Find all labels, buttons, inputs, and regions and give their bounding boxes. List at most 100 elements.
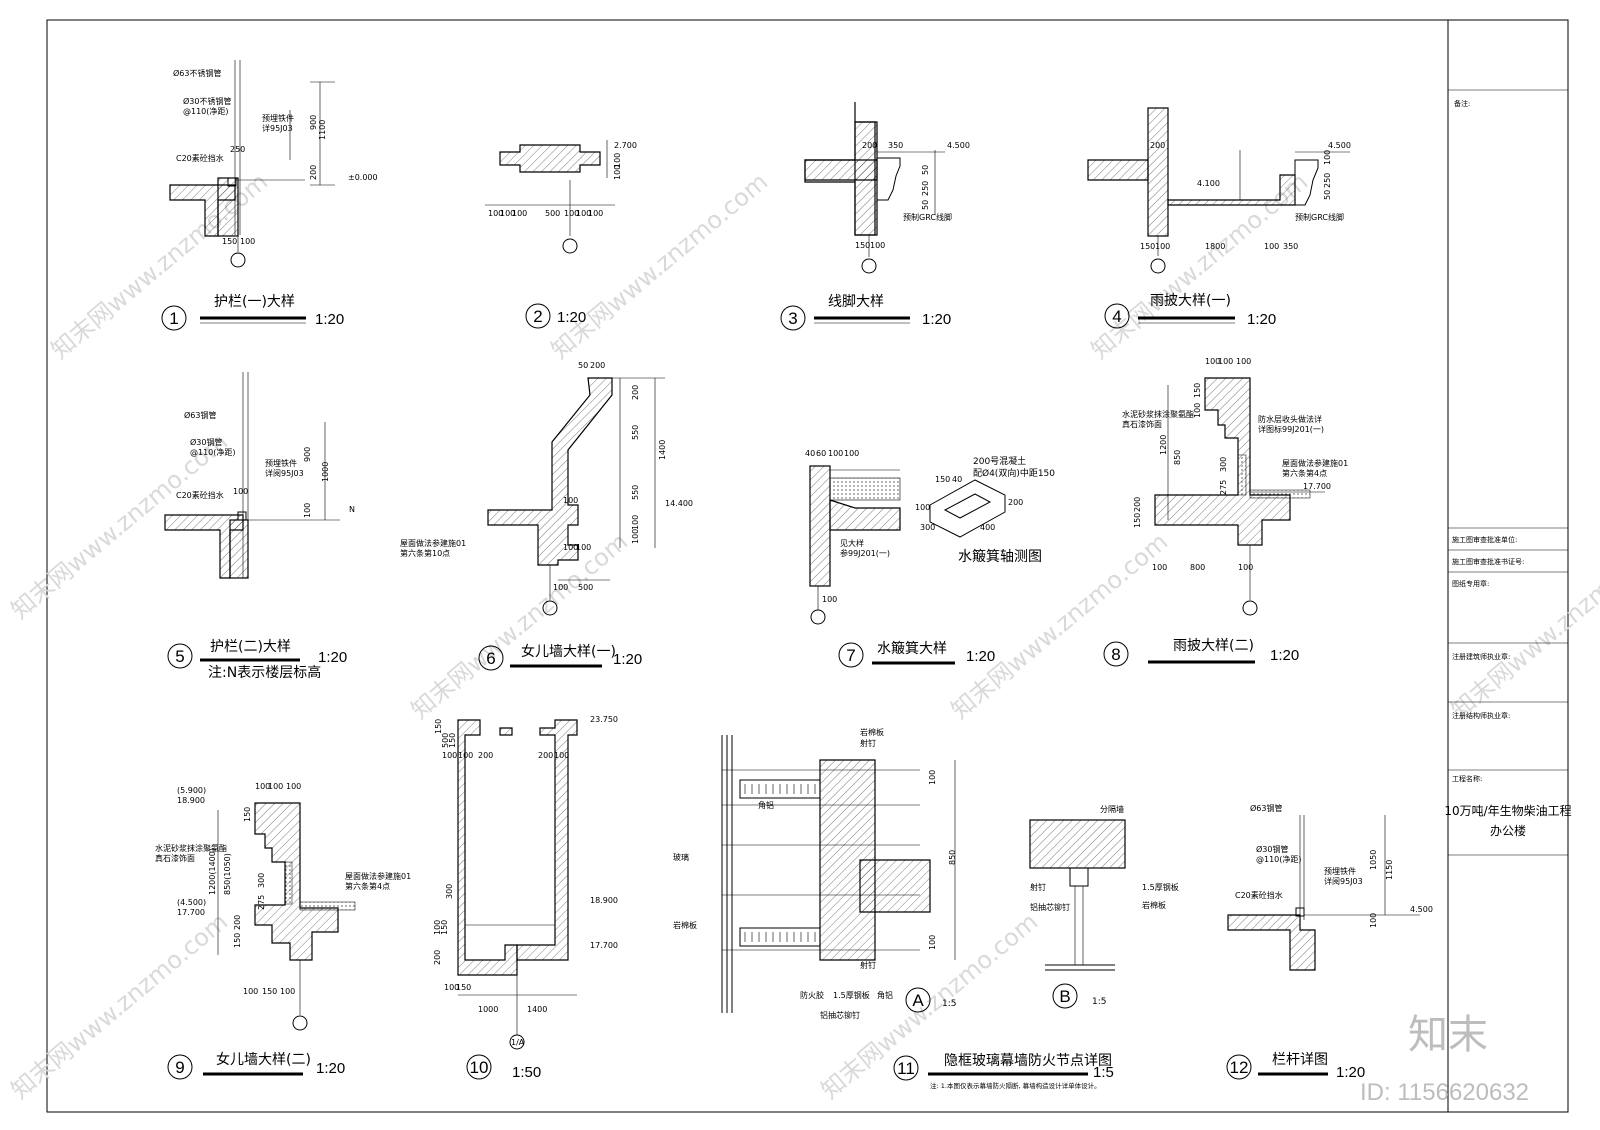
detail-6-title: 6 女儿墙大样(一) 1:20 <box>478 643 642 671</box>
svg-text:C20素砼挡水: C20素砼挡水 <box>1235 890 1283 900</box>
svg-text:150: 150 <box>262 987 277 996</box>
svg-text:100: 100 <box>1205 357 1220 366</box>
svg-text:900: 900 <box>309 115 318 130</box>
svg-text:100: 100 <box>512 209 527 218</box>
svg-text:150: 150 <box>434 719 443 734</box>
svg-text:1:20: 1:20 <box>315 311 344 328</box>
svg-text:100: 100 <box>500 209 515 218</box>
svg-text:办公楼: 办公楼 <box>1490 823 1526 838</box>
svg-text:护栏(二)大样: 护栏(二)大样 <box>210 639 291 655</box>
svg-text:1:20: 1:20 <box>1270 647 1299 664</box>
svg-text:1:20: 1:20 <box>318 649 347 666</box>
svg-text:900: 900 <box>303 447 312 462</box>
svg-text:50: 50 <box>578 361 588 370</box>
svg-text:14.400: 14.400 <box>665 499 693 508</box>
svg-text:Ø63钢管: Ø63钢管 <box>1250 803 1282 813</box>
svg-text:100: 100 <box>564 209 579 218</box>
svg-text:1:20: 1:20 <box>557 309 586 326</box>
svg-text:100: 100 <box>870 241 885 250</box>
svg-text:50: 50 <box>921 165 930 175</box>
svg-text:100: 100 <box>1238 563 1253 572</box>
svg-text:150: 150 <box>456 983 471 992</box>
svg-text:200: 200 <box>1008 498 1023 507</box>
svg-text:1050: 1050 <box>1369 850 1378 870</box>
svg-text:Ø63钢管: Ø63钢管 <box>184 410 216 420</box>
svg-text:300: 300 <box>920 523 935 532</box>
svg-text:1800: 1800 <box>1205 242 1225 251</box>
svg-text:300: 300 <box>257 873 266 888</box>
detail-3: 4.500 预制GRC线脚 200 350 50 250 50 150 100 <box>804 102 970 274</box>
svg-text:射钉: 射钉 <box>1030 882 1046 892</box>
svg-text:300: 300 <box>1219 457 1228 472</box>
svg-text:100: 100 <box>822 595 837 604</box>
titleblock: 备注: 施工图审查批准单位: 施工图审查批准书证号: 图纸专用章: 注册建筑师执… <box>1444 89 1572 856</box>
svg-text:400: 400 <box>980 523 995 532</box>
svg-text:铝抽芯铆钉: 铝抽芯铆钉 <box>1030 902 1070 912</box>
svg-text:40: 40 <box>805 449 815 458</box>
svg-text:100: 100 <box>280 987 295 996</box>
svg-text:500: 500 <box>545 209 560 218</box>
svg-text:分隔墙: 分隔墙 <box>1100 804 1124 814</box>
svg-text:Ø30不锈钢管: Ø30不锈钢管 <box>183 96 231 106</box>
svg-text:6: 6 <box>486 649 495 668</box>
svg-text:150: 150 <box>855 241 870 250</box>
svg-text:100: 100 <box>268 782 283 791</box>
svg-text:100: 100 <box>243 987 258 996</box>
svg-text:配Ø4(双向)中距150: 配Ø4(双向)中距150 <box>973 467 1055 479</box>
svg-text:500: 500 <box>578 583 593 592</box>
detail-8-title: 8 雨披大样(二) 1:20 <box>1103 638 1299 667</box>
detail-10: 23.750 18.900 17.700 1/A 150 500 150 100… <box>433 715 618 1050</box>
svg-text:详95J03: 详95J03 <box>262 123 293 133</box>
svg-text:备注:: 备注: <box>1454 99 1470 108</box>
detail-11-title: 11 隐框玻璃幕墙防火节点详图 1:5 注: 1.本图仅表示幕墙防火隔断, 幕墙… <box>893 1052 1114 1090</box>
svg-text:1.5厚钢板: 1.5厚钢板 <box>833 990 870 1000</box>
svg-text:100: 100 <box>444 983 459 992</box>
svg-text:200: 200 <box>631 385 640 400</box>
svg-text:350: 350 <box>1283 242 1298 251</box>
svg-text:9: 9 <box>175 1058 184 1077</box>
detail-6: 14.400 屋面做法参建施01 第六条第10点 50 200 200 550 … <box>400 361 693 616</box>
svg-text:850(1050): 850(1050) <box>223 853 232 895</box>
svg-text:射钉: 射钉 <box>860 738 876 748</box>
svg-text:雨披大样(一): 雨披大样(一) <box>1150 293 1231 309</box>
svg-text:C20素砼挡水: C20素砼挡水 <box>176 490 224 500</box>
svg-text:275: 275 <box>257 895 266 910</box>
svg-text:知末网www.znzmo.com: 知末网www.znzmo.com <box>1086 168 1313 365</box>
svg-text:100: 100 <box>631 529 640 544</box>
svg-text:知末网www.znzmo.com: 知末网www.znzmo.com <box>6 908 233 1105</box>
detail-2-title: 2 1:20 <box>525 303 586 329</box>
svg-text:见大样: 见大样 <box>840 538 864 548</box>
svg-text:100: 100 <box>554 751 569 760</box>
svg-text:4.500: 4.500 <box>947 141 970 150</box>
svg-text:隐框玻璃幕墙防火节点详图: 隐框玻璃幕墙防火节点详图 <box>944 1052 1112 1069</box>
svg-text:150: 150 <box>1193 383 1202 398</box>
svg-text:雨披大样(二): 雨披大样(二) <box>1173 638 1254 654</box>
svg-text:17.700: 17.700 <box>1303 482 1331 491</box>
svg-text:100: 100 <box>286 782 301 791</box>
svg-text:18.900: 18.900 <box>177 796 205 805</box>
svg-text:B: B <box>1059 987 1070 1006</box>
svg-text:200: 200 <box>1133 497 1142 512</box>
svg-text:100: 100 <box>588 209 603 218</box>
svg-text:护栏(一)大样: 护栏(一)大样 <box>214 294 295 310</box>
svg-text:1:5: 1:5 <box>1092 997 1106 1007</box>
svg-text:100: 100 <box>563 543 578 552</box>
svg-text:100: 100 <box>844 449 859 458</box>
svg-text:4.100: 4.100 <box>1197 179 1220 188</box>
detail-1: Ø63不锈钢管 Ø30不锈钢管 @110(净距) 预埋铁件 详95J03 C20… <box>169 60 378 268</box>
svg-text:100: 100 <box>928 770 937 785</box>
svg-text:200: 200 <box>433 950 442 965</box>
svg-text:5: 5 <box>175 647 184 666</box>
svg-text:150: 150 <box>1133 513 1142 528</box>
svg-text:1200: 1200 <box>1159 435 1168 455</box>
svg-text:100: 100 <box>1236 357 1251 366</box>
svg-text:17.700: 17.700 <box>177 908 205 917</box>
svg-text:40: 40 <box>952 475 962 484</box>
svg-text:200: 200 <box>862 141 877 150</box>
svg-text:第六条第10点: 第六条第10点 <box>400 548 450 558</box>
svg-text:275: 275 <box>1219 480 1228 495</box>
svg-text:女儿墙大样(一): 女儿墙大样(一) <box>521 643 616 660</box>
svg-text:栏杆详图: 栏杆详图 <box>1272 1052 1328 1068</box>
svg-text:知末网www.znzmo.com: 知末网www.znzmo.com <box>546 168 773 365</box>
svg-text:100: 100 <box>442 751 457 760</box>
